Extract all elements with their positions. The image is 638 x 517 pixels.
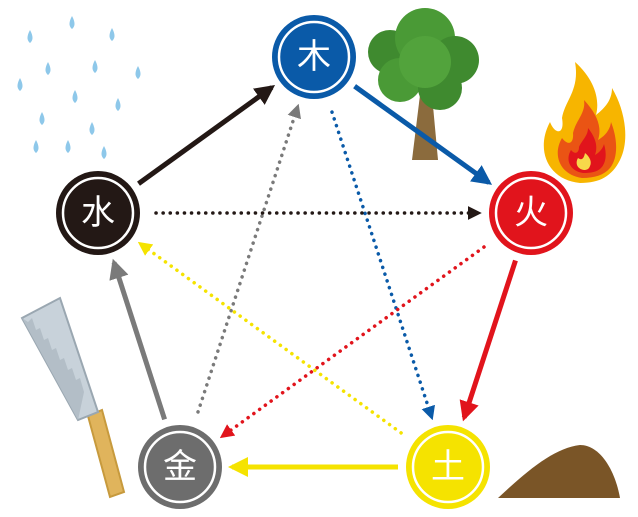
soil-mound-icon <box>498 445 620 498</box>
cycle-arrows <box>114 86 516 467</box>
saw-icon <box>22 298 124 497</box>
overcoming-arrow-fire-to-metal <box>222 247 484 437</box>
generating-arrow-water-to-wood <box>139 87 272 183</box>
node-fire-label: 火 <box>514 193 548 233</box>
node-metal-label: 金 <box>163 447 197 487</box>
node-metal: 金 <box>138 425 222 509</box>
overcoming-arrow-earth-to-water <box>140 244 401 433</box>
node-earth-label: 土 <box>431 447 465 487</box>
raindrops-icon <box>18 16 141 159</box>
node-water: 水 <box>56 171 140 255</box>
node-water-label: 水 <box>81 193 115 233</box>
overcoming-arrow-metal-to-wood <box>198 106 298 412</box>
node-wood-label: 木 <box>297 37 331 77</box>
node-wood: 木 <box>272 15 356 99</box>
flame-icon <box>544 62 626 183</box>
node-fire: 火 <box>489 171 573 255</box>
generating-arrow-fire-to-earth <box>464 261 515 418</box>
generating-arrow-metal-to-water <box>114 263 165 420</box>
node-earth: 土 <box>406 425 490 509</box>
